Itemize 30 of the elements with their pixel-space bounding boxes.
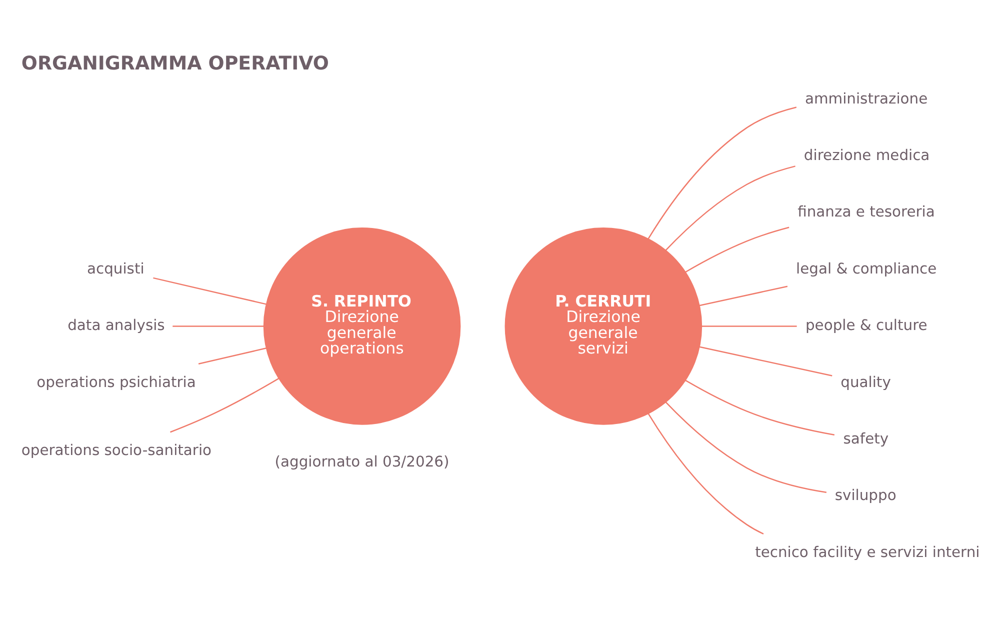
node-text: operations psichiatria xyxy=(36,373,196,390)
node-text: operations socio-sanitario xyxy=(21,441,212,458)
connector xyxy=(648,412,764,534)
diagram-title: ORGANIGRAMMA OPERATIVO xyxy=(21,52,329,74)
connector xyxy=(665,401,827,493)
connector xyxy=(198,347,266,364)
node-text: tecnico facility e servizi interni xyxy=(755,543,980,560)
node-text: finanza e tesoreria xyxy=(798,203,935,220)
node-circle: S. REPINTO Direzione generale operations xyxy=(263,227,461,424)
node-text: quality xyxy=(840,373,891,390)
node-text: people & culture xyxy=(805,316,928,334)
node-text: direzione medica xyxy=(804,146,930,164)
connector xyxy=(170,377,280,432)
label: (aggiornato al 03/2026) xyxy=(274,453,450,470)
connector xyxy=(648,106,797,239)
connector xyxy=(665,165,796,250)
node-text: data analysis xyxy=(68,316,165,334)
connector xyxy=(685,226,790,272)
node-text: safety xyxy=(843,430,889,447)
node-text: acquisti xyxy=(87,260,144,277)
connector xyxy=(172,325,264,326)
connector xyxy=(699,285,788,306)
connector xyxy=(702,325,797,326)
connector xyxy=(699,346,832,376)
node-circle: P. CERRUTI Direzione generale servizi xyxy=(504,227,702,424)
connector xyxy=(153,276,266,304)
node-text: amministrazione xyxy=(804,90,928,107)
connector xyxy=(685,379,835,435)
node-text: sviluppo xyxy=(834,486,896,504)
node-text: legal & compliance xyxy=(796,260,937,277)
